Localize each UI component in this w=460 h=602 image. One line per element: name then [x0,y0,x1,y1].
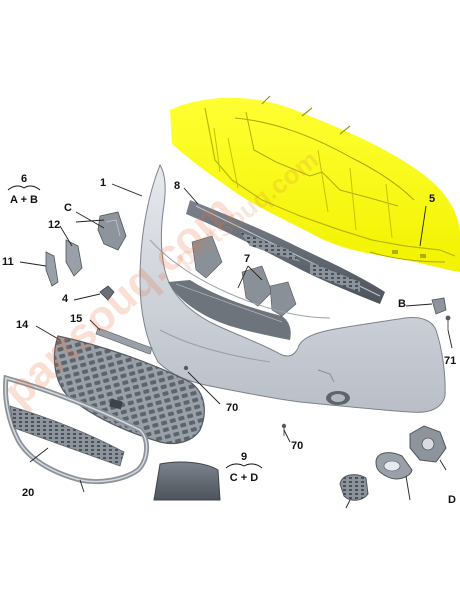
callout-20[interactable]: 20 [22,487,35,499]
callout-12[interactable]: 12 [48,219,61,231]
group-label-6[interactable]: 6 A + B [4,174,44,206]
group-6-number: 6 [20,173,28,185]
part-70-screws[interactable] [183,365,287,436]
callout-1[interactable]: 1 [100,177,107,189]
part-c-bracket[interactable] [97,211,127,251]
fog-surround-left[interactable] [339,474,369,501]
part-20-lower-frame[interactable] [3,374,149,485]
callout-70-lower[interactable]: 70 [291,440,304,452]
callout-71[interactable]: 71 [444,355,457,367]
part-4-clip[interactable] [99,285,115,301]
part-1-bumper-cover[interactable] [139,163,446,413]
part-14-upper-grille[interactable] [53,335,205,445]
group-6-brace [7,185,41,191]
callout-8[interactable]: 8 [174,180,181,192]
part-12-mount[interactable] [65,239,83,277]
callout-5[interactable]: 5 [429,193,436,205]
leader-lines [19,183,453,509]
callout-4[interactable]: 4 [62,293,69,305]
part-5-absorber-highlighted[interactable] [170,95,460,272]
group-9-parts: C + D [229,472,259,484]
callout-11[interactable]: 11 [2,256,14,268]
callout-15[interactable]: 15 [70,313,83,325]
callout-d[interactable]: D [448,494,456,506]
part-15-trim-strip[interactable] [95,327,153,355]
fog-surround-right[interactable] [375,452,413,480]
lower-grille-bottom[interactable] [153,461,221,501]
group-6-parts: A + B [9,194,38,206]
group-label-9[interactable]: 9 C + D [222,452,266,484]
callout-c[interactable]: C [64,202,72,214]
lower-grille-insert[interactable] [9,405,125,467]
group-9-brace [225,463,263,469]
callout-14[interactable]: 14 [16,319,29,331]
part-8-upper-spoiler[interactable] [186,200,385,304]
part-d-bracket[interactable] [409,425,447,463]
part-11-mount[interactable] [45,251,59,287]
callout-b[interactable]: B [398,298,406,310]
callout-7[interactable]: 7 [244,253,251,265]
part-71-screw[interactable] [445,315,451,330]
group-9-number: 9 [240,451,248,463]
part-7-brackets[interactable] [191,235,297,317]
callout-70-upper[interactable]: 70 [226,402,239,414]
part-b-clip[interactable] [431,297,447,315]
